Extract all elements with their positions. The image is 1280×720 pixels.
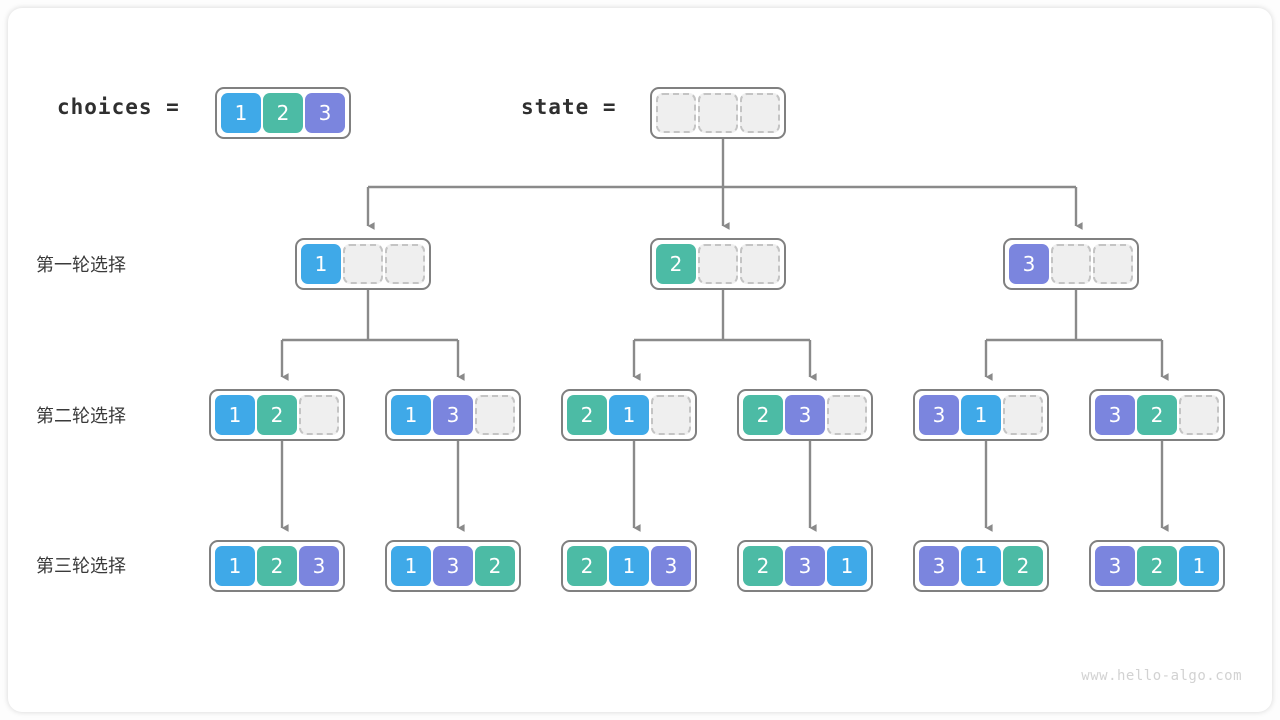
row-label-round-2: 第二轮选择: [36, 406, 126, 427]
array-cell-value-2: 2: [1137, 546, 1177, 586]
array-cell-value-2: 2: [656, 244, 696, 284]
array-cell-value-2: 2: [257, 546, 297, 586]
watermark: www.hello-algo.com: [1081, 668, 1242, 684]
array-cell-value-3: 3: [433, 546, 473, 586]
array-cell-value-3: 3: [305, 93, 345, 133]
array-cell-value-1: 1: [609, 395, 649, 435]
array-cell-empty: [740, 244, 780, 284]
array-cell-value-1: 1: [1179, 546, 1219, 586]
level1-node-1: 1: [295, 238, 431, 290]
array-cell-empty: [299, 395, 339, 435]
array-cell-empty: [656, 93, 696, 133]
array-cell-empty: [475, 395, 515, 435]
array-cell-value-2: 2: [743, 546, 783, 586]
array-cell-value-3: 3: [651, 546, 691, 586]
array-cell-empty: [385, 244, 425, 284]
array-cell-value-2: 2: [567, 395, 607, 435]
array-cell-value-1: 1: [301, 244, 341, 284]
array-cell-value-1: 1: [391, 546, 431, 586]
array-cell-value-2: 2: [1003, 546, 1043, 586]
array-cell-value-3: 3: [433, 395, 473, 435]
array-cell-value-3: 3: [919, 546, 959, 586]
array-cell-value-3: 3: [919, 395, 959, 435]
array-cell-empty: [740, 93, 780, 133]
array-cell-value-2: 2: [743, 395, 783, 435]
row-label-round-3: 第三轮选择: [36, 556, 126, 577]
array-cell-value-1: 1: [609, 546, 649, 586]
array-cell-value-3: 3: [1009, 244, 1049, 284]
array-cell-value-2: 2: [263, 93, 303, 133]
row-label-round-1: 第一轮选择: [36, 255, 126, 276]
array-cell-value-2: 2: [475, 546, 515, 586]
diagram-frame: [8, 8, 1272, 712]
array-cell-empty: [343, 244, 383, 284]
array-cell-empty: [827, 395, 867, 435]
array-cell-empty: [1051, 244, 1091, 284]
array-cell-value-3: 3: [1095, 546, 1135, 586]
array-cell-empty: [1179, 395, 1219, 435]
array-cell-empty: [698, 93, 738, 133]
array-cell-empty: [651, 395, 691, 435]
choices-label: choices =: [57, 95, 180, 119]
array-cell-value-3: 3: [299, 546, 339, 586]
array-cell-value-1: 1: [391, 395, 431, 435]
array-cell-empty: [698, 244, 738, 284]
array-cell-value-2: 2: [1137, 395, 1177, 435]
array-cell-empty: [1093, 244, 1133, 284]
array-cell-value-1: 1: [827, 546, 867, 586]
array-cell-value-2: 2: [567, 546, 607, 586]
array-cell-value-1: 1: [215, 395, 255, 435]
array-cell-empty: [1003, 395, 1043, 435]
array-cell-value-3: 3: [785, 546, 825, 586]
level1-node-2: 2: [650, 238, 786, 290]
array-cell-value-2: 2: [257, 395, 297, 435]
state-label: state =: [521, 95, 617, 119]
array-cell-value-3: 3: [1095, 395, 1135, 435]
array-cell-value-1: 1: [961, 546, 1001, 586]
array-cell-value-1: 1: [961, 395, 1001, 435]
array-cell-value-1: 1: [215, 546, 255, 586]
state-array: [650, 87, 786, 139]
level1-node-3: 3: [1003, 238, 1139, 290]
array-cell-value-3: 3: [785, 395, 825, 435]
array-cell-value-1: 1: [221, 93, 261, 133]
